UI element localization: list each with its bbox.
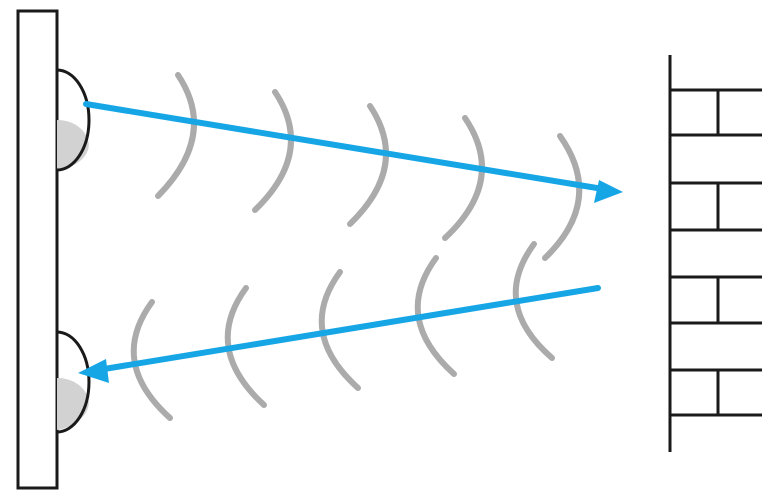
emitted-arrow-shaft (86, 104, 603, 189)
transmitter-icon (57, 70, 89, 170)
receiver-shade (57, 378, 89, 430)
emitted-wave-arc (158, 75, 194, 196)
brick-wall (670, 55, 762, 452)
emitted-wave-arc (545, 136, 579, 258)
echo-arrow-head (78, 359, 109, 383)
emitted-wave-arc (350, 106, 386, 224)
emitted-arrow-head (594, 180, 623, 203)
emitted-waves (158, 75, 579, 258)
receiver-icon (57, 332, 89, 432)
emitted-wave-arc (255, 92, 291, 210)
emitted-wave-arc (445, 118, 482, 238)
echo-arrow-shaft (98, 288, 598, 370)
sensor-board (18, 11, 57, 488)
